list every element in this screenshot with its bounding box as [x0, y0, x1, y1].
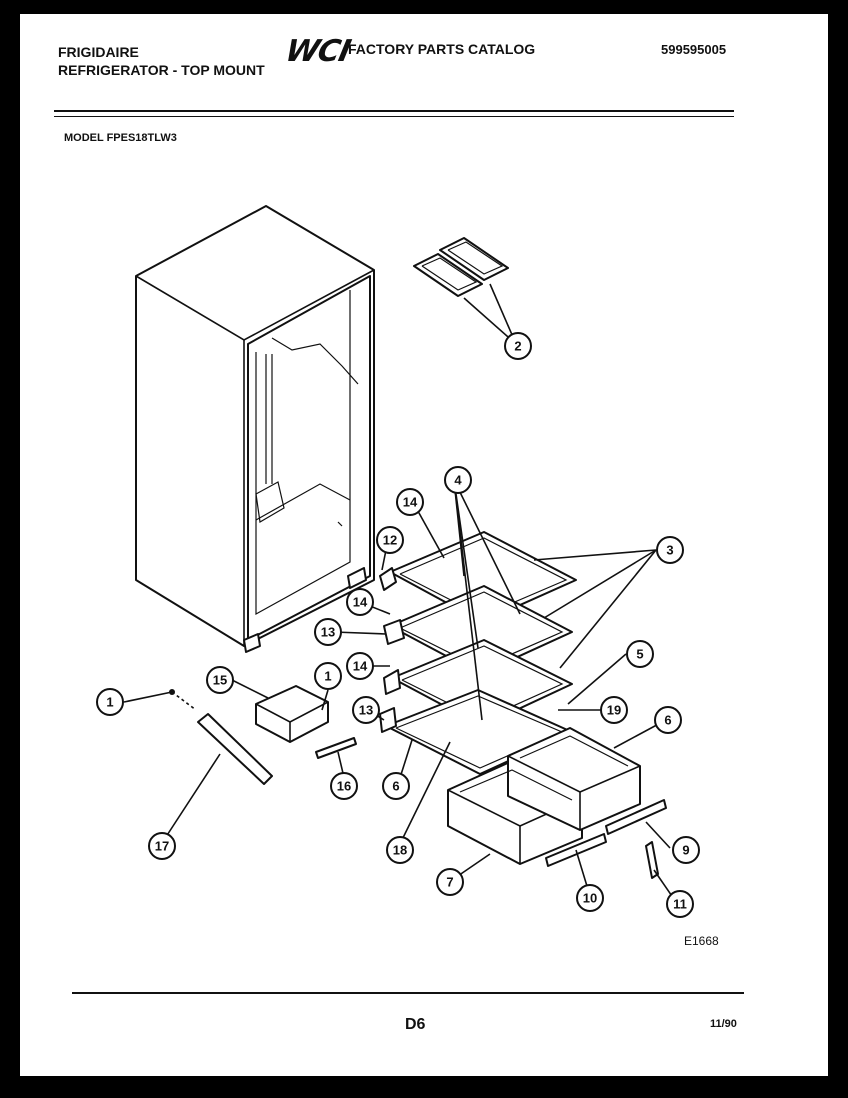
callout-18: 18 [386, 836, 414, 864]
header-rule-bottom [54, 116, 734, 117]
model-number: MODEL FPES18TLW3 [64, 132, 177, 144]
callout-13a-label: 13 [321, 625, 335, 640]
callout-3: 3 [656, 536, 684, 564]
callout-9-label: 9 [682, 843, 689, 858]
callout-11-label: 11 [673, 897, 687, 912]
ice-trays-drawing [413, 237, 509, 297]
callout-1b: 1 [314, 662, 342, 690]
callout-7: 7 [436, 868, 464, 896]
callout-2: 2 [504, 332, 532, 360]
callout-12: 12 [376, 526, 404, 554]
exploded-parts-diagram: 1 1 2 3 4 5 6 7 6 9 10 11 12 13 13 14 14… [96, 205, 700, 918]
callout-1a: 1 [96, 688, 124, 716]
callout-6b: 6 [654, 706, 682, 734]
revision-date: 11/90 [710, 1018, 737, 1030]
callout-1a-label: 1 [106, 695, 113, 710]
callout-6a-label: 6 [392, 779, 399, 794]
header-rule-top [54, 110, 734, 112]
callout-17: 17 [148, 832, 176, 860]
callout-3-label: 3 [666, 543, 673, 558]
callout-4-label: 4 [454, 473, 462, 488]
callout-4: 4 [444, 466, 472, 494]
callout-5: 5 [626, 640, 654, 668]
callout-14c: 14 [346, 652, 374, 680]
callout-7-label: 7 [446, 875, 453, 890]
callout-13b: 13 [352, 696, 380, 724]
callout-14b: 14 [346, 588, 374, 616]
callout-15: 15 [206, 666, 234, 694]
callout-10: 10 [576, 884, 604, 912]
rails-drawing [169, 689, 667, 879]
callout-14c-label: 14 [353, 659, 368, 674]
callout-18-label: 18 [393, 843, 407, 858]
callout-19: 19 [600, 696, 628, 724]
callout-13b-label: 13 [359, 703, 373, 718]
page-number: D6 [405, 1016, 426, 1033]
callout-17-label: 17 [155, 839, 169, 854]
callout-9: 9 [672, 836, 700, 864]
callout-5-label: 5 [636, 647, 643, 662]
cabinet-drawing [135, 205, 375, 653]
dairy-bin-drawing [255, 685, 329, 743]
crisper-drawers-drawing [447, 727, 641, 865]
catalog-number: 599595005 [661, 42, 727, 57]
callout-16-label: 16 [337, 779, 351, 794]
callout-14a: 14 [396, 488, 424, 516]
catalog-title: FACTORY PARTS CATALOG [348, 41, 536, 57]
callout-6b-label: 6 [664, 713, 671, 728]
callout-11: 11 [666, 890, 694, 918]
callout-14a-label: 14 [403, 495, 418, 510]
parts-sheet: FRIGIDAIRE REFRIGERATOR - TOP MOUNT WCI … [20, 14, 828, 1076]
callout-1b-label: 1 [324, 669, 331, 684]
callout-15-label: 15 [213, 673, 227, 688]
callout-13a: 13 [314, 618, 342, 646]
callout-16: 16 [330, 772, 358, 800]
product-type: REFRIGERATOR - TOP MOUNT [58, 62, 265, 78]
callout-14b-label: 14 [353, 595, 368, 610]
diagram-reference-code: E1668 [684, 934, 719, 948]
callout-19-label: 19 [607, 703, 621, 718]
callout-10-label: 10 [583, 891, 597, 906]
callout-2-label: 2 [514, 339, 521, 354]
callout-12-label: 12 [383, 533, 397, 548]
footer-rule [72, 992, 744, 994]
brand-name: FRIGIDAIRE [58, 44, 139, 60]
callout-6a: 6 [382, 772, 410, 800]
